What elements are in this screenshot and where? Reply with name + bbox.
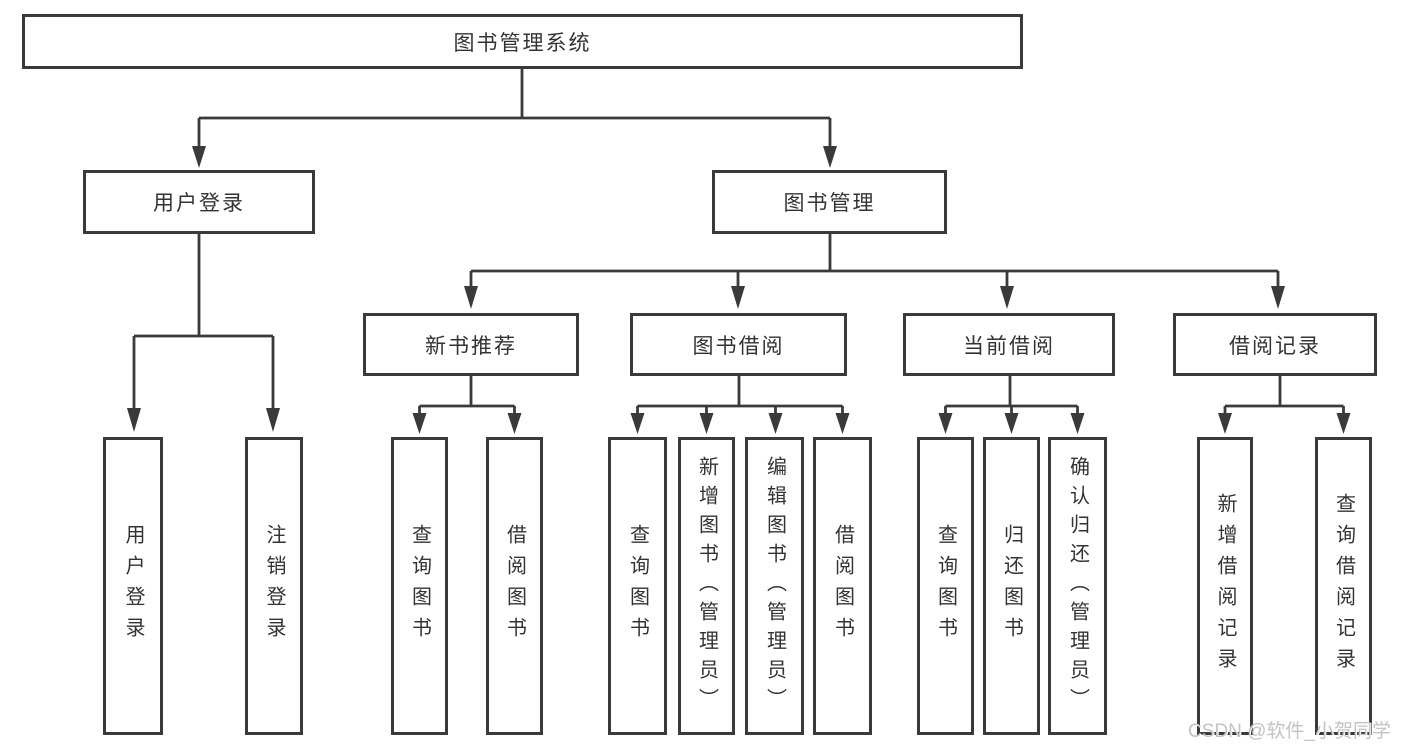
node-label: 用户登录 (122, 524, 144, 648)
node-leaf-edit-books-admin: 编辑图书（管理员） (745, 437, 804, 735)
node-new-book-recommend: 新书推荐 (363, 313, 579, 376)
node-label: 归还图书 (1000, 524, 1023, 648)
node-current-borrowing: 当前借阅 (903, 313, 1115, 376)
node-user-login: 用户登录 (83, 170, 315, 234)
node-leaf-query-books-current: 查询图书 (917, 437, 974, 735)
node-leaf-query-books-borrowing: 查询图书 (608, 437, 667, 735)
node-label: 图书管理 (783, 192, 876, 215)
node-label: 新增图书（管理员） (695, 455, 718, 717)
node-leaf-confirm-return-admin: 确认归还（管理员） (1048, 437, 1107, 735)
node-label: 借阅图书 (503, 524, 526, 648)
node-leaf-return-books: 归还图书 (983, 437, 1040, 735)
node-label: 借阅图书 (831, 524, 854, 648)
node-label: 确认归还（管理员） (1066, 455, 1089, 717)
node-label: 借阅记录 (1229, 334, 1321, 358)
node-label: 用户登录 (153, 192, 245, 215)
node-book-management: 图书管理 (712, 170, 947, 234)
node-label: 新增借阅记录 (1214, 493, 1236, 679)
node-leaf-logout: 注销登录 (245, 437, 303, 735)
node-label: 查询借阅记录 (1332, 493, 1355, 679)
node-label: 新书推荐 (425, 334, 517, 358)
node-leaf-borrow-books-borrowing: 借阅图书 (813, 437, 872, 735)
node-label: 查询图书 (934, 524, 957, 648)
node-book-borrowing: 图书借阅 (630, 313, 847, 376)
node-leaf-query-books-recommend: 查询图书 (391, 437, 448, 735)
node-label: 编辑图书（管理员） (763, 455, 786, 717)
node-label: 图书借阅 (692, 334, 785, 358)
node-label: 注销登录 (263, 524, 285, 648)
node-label: 查询图书 (408, 524, 431, 648)
node-library-system: 图书管理系统 (22, 14, 1023, 69)
node-leaf-borrow-books-recommend: 借阅图书 (486, 437, 543, 735)
node-leaf-add-borrow-record: 新增借阅记录 (1197, 437, 1253, 735)
node-leaf-add-books-admin: 新增图书（管理员） (678, 437, 735, 735)
node-label: 当前借阅 (963, 334, 1055, 358)
watermark: CSDN @软件_小贺同学 (1188, 721, 1391, 742)
node-leaf-query-borrow-record: 查询借阅记录 (1315, 437, 1372, 735)
node-label: 图书管理系统 (453, 31, 592, 55)
node-borrowing-records: 借阅记录 (1173, 313, 1377, 376)
node-label: 查询图书 (626, 524, 649, 648)
node-leaf-user-login: 用户登录 (103, 437, 163, 735)
